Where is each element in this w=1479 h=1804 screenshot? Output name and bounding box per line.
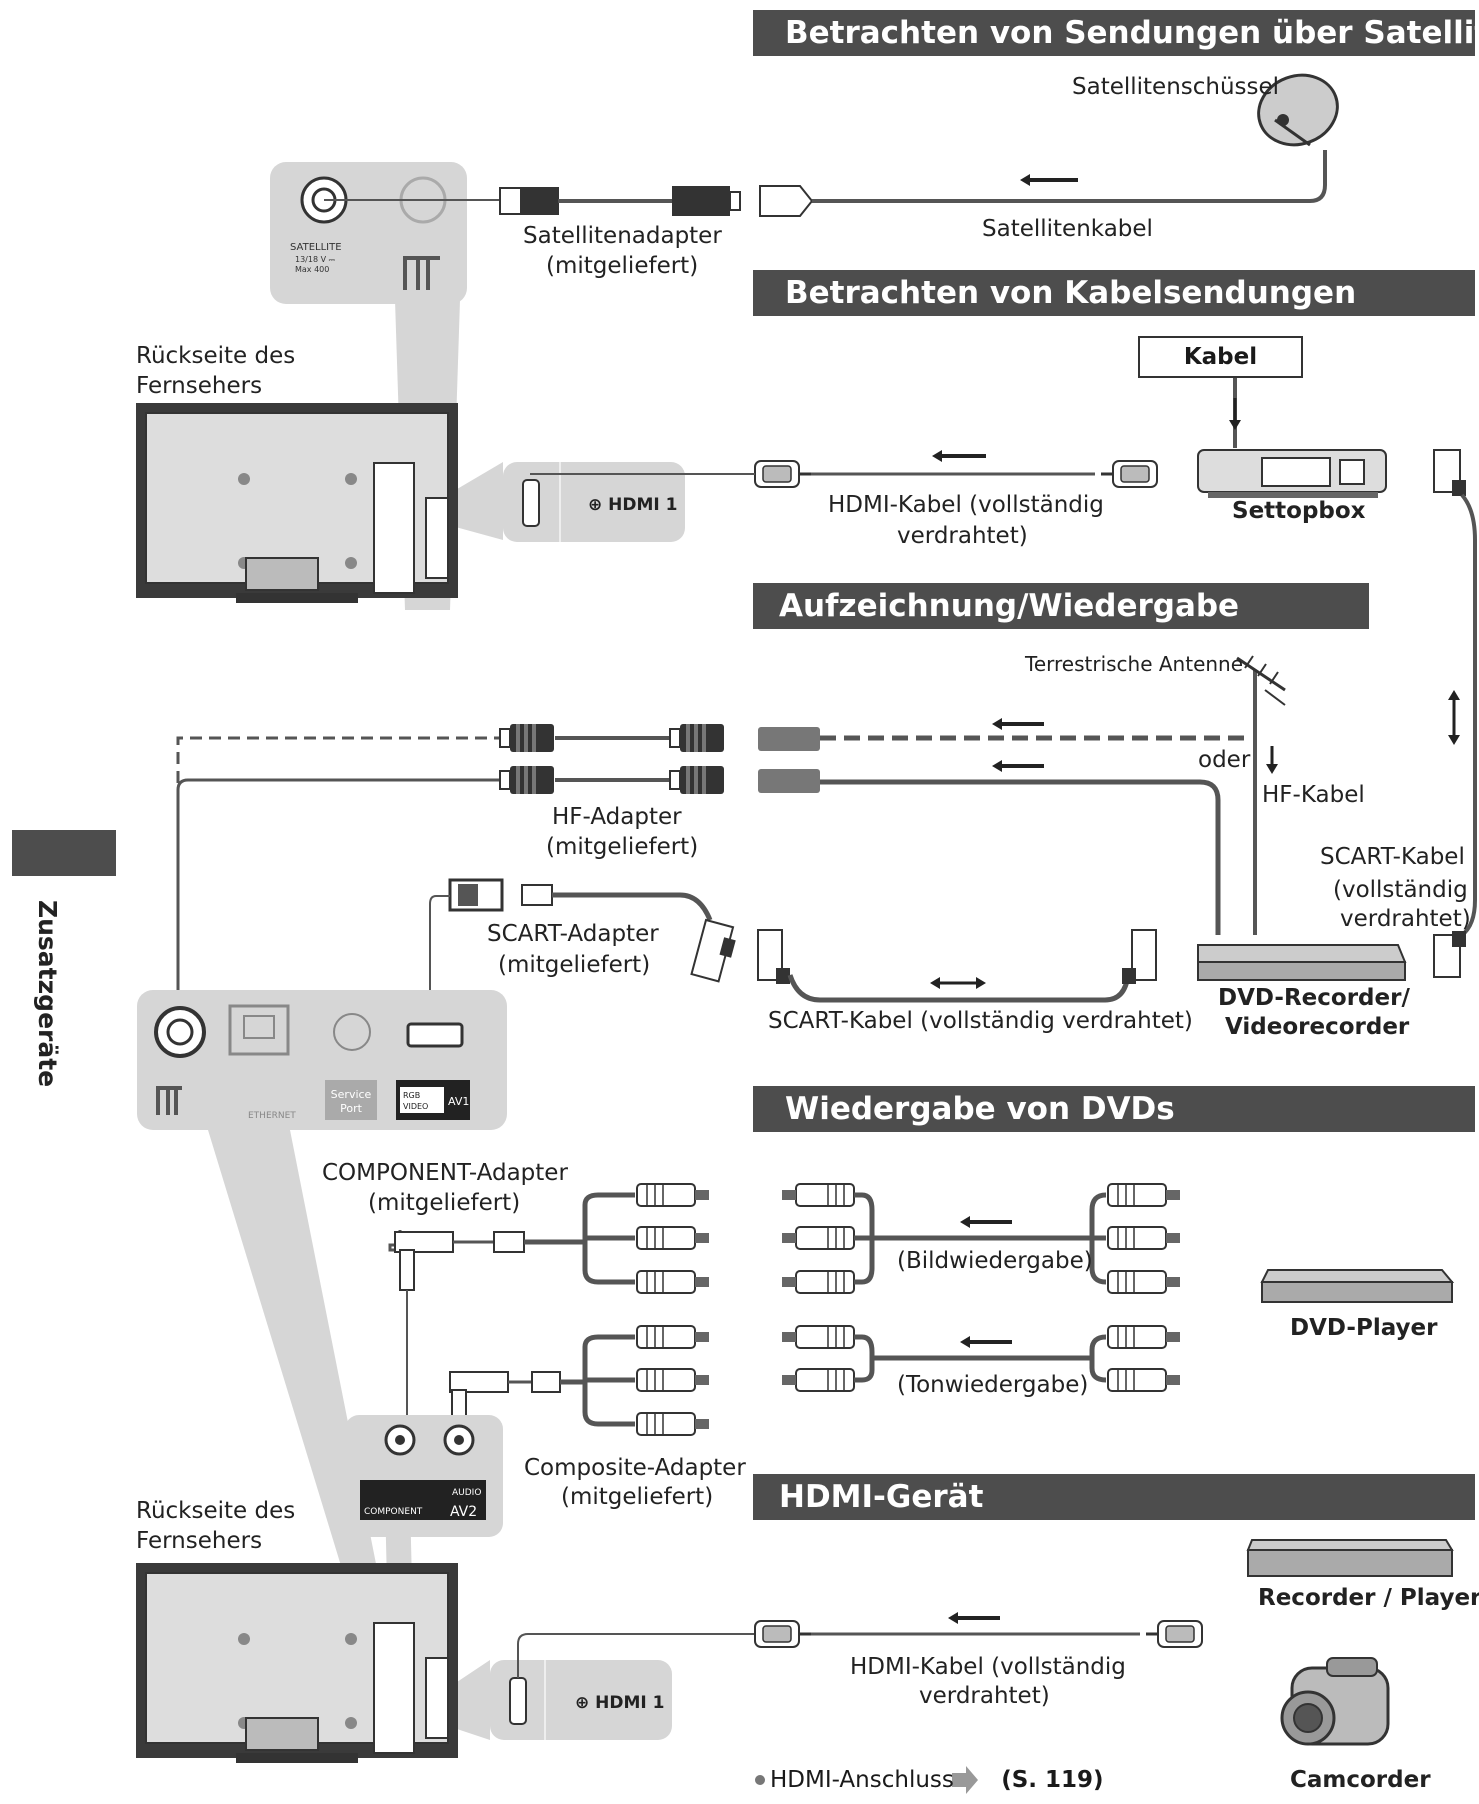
- ethernet-port-label: ETHERNET: [248, 1111, 296, 1121]
- label-recorder-player: Recorder / Player: [1258, 1585, 1479, 1611]
- label-hf-cable: HF-Kabel: [1262, 782, 1365, 808]
- label-scart-cable-bottom: SCART-Kabel (vollständig verdrahtet): [768, 1008, 1193, 1034]
- footnote-page-ref[interactable]: (S. 119): [1001, 1767, 1104, 1793]
- label-scart-cable-right-1: SCART-Kabel: [1320, 844, 1465, 870]
- label-tv-back-top-1: Rückseite des: [136, 343, 296, 369]
- header-satellite: Betrachten von Sendungen über Satellit: [753, 10, 1479, 56]
- satellite-port-spec-1: 13/18 V ⎓: [295, 255, 336, 264]
- label-camcorder: Camcorder: [1290, 1767, 1431, 1793]
- label-tv-back-bottom-2: Fernsehers: [136, 1528, 263, 1554]
- audio-port-label: AUDIO: [452, 1488, 481, 1498]
- label-dvd-recorder-2: Videorecorder: [1225, 1014, 1410, 1040]
- label-hdmi-cable-bottom-2: verdrahtet): [919, 1683, 1050, 1709]
- label-terrestrial-antenna: Terrestrische Antenne: [1025, 652, 1244, 676]
- label-tv-back-bottom-1: Rückseite des: [136, 1498, 296, 1524]
- label-tv-back-top-2: Fernsehers: [136, 373, 263, 399]
- label-settopbox: Settopbox: [1232, 498, 1366, 524]
- component-port-label: COMPONENT: [364, 1507, 423, 1517]
- satellite-port-spec-2: Max 400: [295, 265, 329, 274]
- label-dvd-player: DVD-Player: [1290, 1315, 1438, 1341]
- label-component-adapter-1: COMPONENT-Adapter: [322, 1160, 568, 1186]
- label-satellite-dish: Satellitenschüssel: [1072, 74, 1280, 100]
- label-satellite-adapter-2: (mitgeliefert): [546, 253, 699, 279]
- satellite-port-label: SATELLITE: [290, 242, 342, 253]
- service-port-label-2: Port: [340, 1102, 362, 1115]
- header-dvd: Wiedergabe von DVDs: [753, 1086, 1475, 1132]
- av1-rgb-label: RGB: [403, 1091, 420, 1100]
- header-hdmi: HDMI-Gerät: [753, 1474, 1475, 1520]
- label-scart-cable-right-2: (vollständig: [1333, 877, 1468, 903]
- header-cable: Betrachten von Kabelsendungen: [753, 270, 1475, 316]
- label-sound-playback: (Tonwiedergabe): [897, 1372, 1089, 1398]
- label-component-adapter-2: (mitgeliefert): [368, 1190, 521, 1216]
- label-hf-adapter-1: HF-Adapter: [552, 804, 682, 830]
- label-satellite-cable: Satellitenkabel: [982, 216, 1153, 242]
- hdmi1-port-label-bottom: ⊕ HDMI 1: [575, 1693, 665, 1713]
- av2-port-label: AV2: [450, 1504, 477, 1520]
- label-hdmi-cable-bottom-1: HDMI-Kabel (vollständig: [850, 1654, 1126, 1680]
- label-picture-playback: (Bildwiedergabe): [897, 1248, 1093, 1274]
- label-scart-adapter-2: (mitgeliefert): [498, 952, 651, 978]
- label-dvd-recorder-1: DVD-Recorder/: [1218, 985, 1410, 1011]
- label-composite-adapter-2: (mitgeliefert): [561, 1484, 714, 1510]
- sidebar-tab: [12, 830, 116, 876]
- sidebar-title: Zusatzgeräte: [33, 900, 62, 1088]
- label-hf-adapter-2: (mitgeliefert): [546, 834, 699, 860]
- av1-port-label: AV1: [448, 1095, 469, 1108]
- hdmi1-port-label-top: ⊕ HDMI 1: [588, 495, 678, 515]
- service-port-label-1: Service: [331, 1088, 372, 1101]
- av1-video-label: VIDEO: [403, 1102, 428, 1111]
- footnote-text: HDMI-Anschluss: [770, 1767, 954, 1793]
- label-cable-source: Kabel: [1138, 336, 1303, 378]
- label-scart-adapter-1: SCART-Adapter: [487, 921, 659, 947]
- footnote: HDMI-Anschluss (S. 119): [756, 1765, 1104, 1795]
- label-scart-cable-right-3: verdrahtet): [1340, 906, 1471, 932]
- header-recording: Aufzeichnung/Wiedergabe: [753, 583, 1369, 629]
- label-satellite-adapter-1: Satellitenadapter: [523, 223, 722, 249]
- label-hdmi-cable-top-1: HDMI-Kabel (vollständig: [828, 492, 1104, 518]
- label-hdmi-cable-top-2: verdrahtet): [897, 523, 1028, 549]
- label-oder: oder: [1198, 747, 1251, 773]
- label-composite-adapter-1: Composite-Adapter: [524, 1455, 746, 1481]
